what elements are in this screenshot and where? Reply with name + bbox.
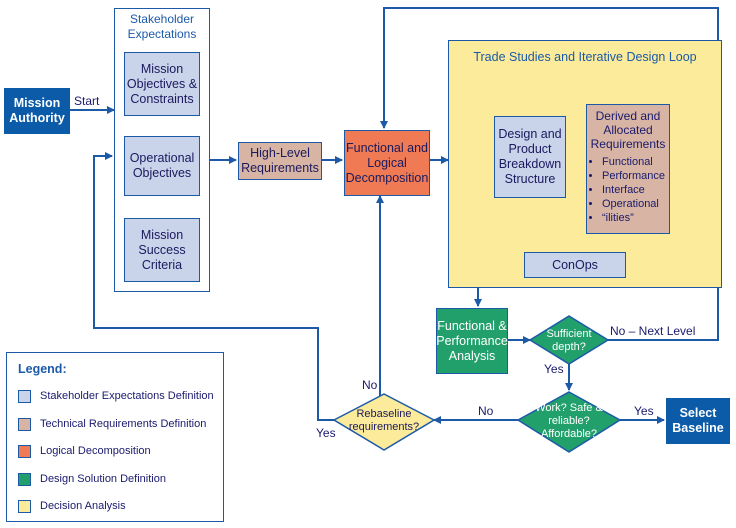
functional-performance-box: Functional & Performance Analysis xyxy=(436,308,508,374)
yes-rebaseline-label: Yes xyxy=(316,426,336,440)
conops-box: ConOps xyxy=(524,252,626,278)
legend-box xyxy=(6,352,224,522)
stakeholder-expectations-title: Stakeholder Expectations xyxy=(127,12,197,41)
operational-objectives-box: Operational Objectives xyxy=(124,136,200,196)
mission-success-box: Mission Success Criteria xyxy=(124,218,200,282)
functional-logical-box: Functional and Logical Decomposition xyxy=(344,130,430,196)
legend-label-decision: Decision Analysis xyxy=(40,500,126,512)
trade-studies-container xyxy=(448,40,722,288)
operational-objectives-label: Operational Objectives xyxy=(129,151,195,180)
legend-swatch-design xyxy=(18,473,31,486)
rebaseline-label: Rebaseline requirements? xyxy=(348,408,420,433)
legend-label-technical: Technical Requirements Definition xyxy=(40,418,207,430)
yes-depth-label: Yes xyxy=(544,362,564,376)
edge-rebase-ops xyxy=(93,152,334,421)
select-baseline-label: Select Baseline xyxy=(672,406,724,435)
mission-objectives-label: Mission Objectives & Constraints xyxy=(126,61,198,106)
derived-item: Interface xyxy=(602,183,666,197)
mission-authority-box: Mission Authority xyxy=(4,88,70,134)
legend-swatch-technical xyxy=(18,418,31,431)
mission-objectives-box: Mission Objectives & Constraints xyxy=(124,52,200,116)
derived-item: Operational xyxy=(602,197,666,211)
legend-swatch-logical xyxy=(18,445,31,458)
functional-logical-label: Functional and Logical Decomposition xyxy=(345,140,429,185)
legend-label-stakeholder: Stakeholder Expectations Definition xyxy=(40,390,214,402)
yes-work-label: Yes xyxy=(634,404,654,418)
no-rebaseline-label: No xyxy=(362,378,378,392)
start-label: Start xyxy=(74,94,100,108)
high-level-requirements-label: High-Level Requirements xyxy=(241,146,319,175)
derived-item: “ilities” xyxy=(602,211,666,225)
sufficient-depth-label: Sufficient depth? xyxy=(546,328,592,353)
work-label: Work? Safe & reliable? Affordable? xyxy=(535,402,603,440)
derived-item: Performance xyxy=(602,169,666,183)
derived-requirements-box: Derived and Allocated Requirements Funct… xyxy=(586,104,670,234)
legend-swatch-stakeholder xyxy=(18,390,31,403)
no-work-label: No xyxy=(478,404,494,418)
no-next-level-label: No – Next Level xyxy=(610,324,696,338)
mission-authority-label: Mission Authority xyxy=(9,96,65,125)
design-product-label: Design and Product Breakdown Structure xyxy=(498,127,562,186)
legend-swatch-decision xyxy=(18,500,31,513)
edge-next-level xyxy=(380,7,719,341)
trade-studies-title: Trade Studies and Iterative Design Loop xyxy=(473,50,697,64)
legend-label-design: Design Solution Definition xyxy=(40,473,166,485)
derived-requirements-title: Derived and Allocated Requirements xyxy=(590,109,666,151)
functional-performance-label: Functional & Performance Analysis xyxy=(436,318,508,363)
legend-title: Legend: xyxy=(18,362,67,376)
high-level-requirements-box: High-Level Requirements xyxy=(238,142,322,180)
select-baseline-box: Select Baseline xyxy=(666,398,730,444)
design-product-box: Design and Product Breakdown Structure xyxy=(494,116,566,198)
legend-label-logical: Logical Decomposition xyxy=(40,445,151,457)
derived-item: Functional xyxy=(602,155,666,169)
derived-requirements-list: Functional Performance Interface Operati… xyxy=(590,155,666,225)
conops-label: ConOps xyxy=(552,257,598,272)
mission-success-label: Mission Success Criteria xyxy=(138,227,186,272)
